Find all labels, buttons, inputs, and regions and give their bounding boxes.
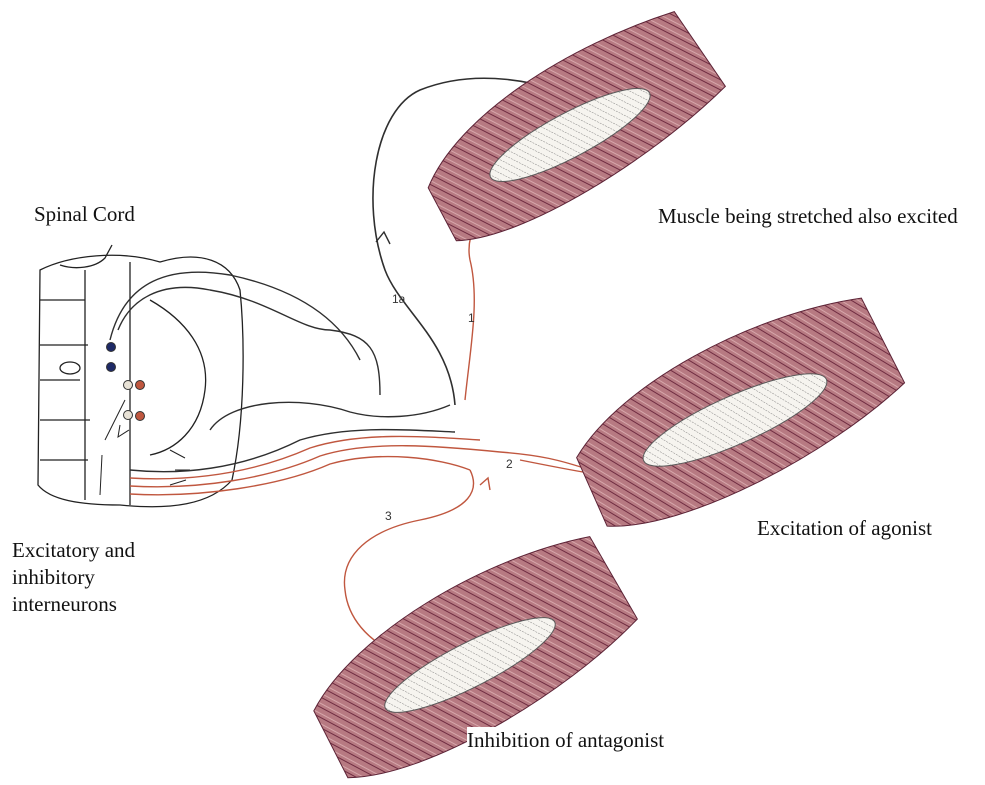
label-spinal-cord: Spinal Cord: [34, 201, 135, 228]
fiber-loop: [210, 402, 450, 430]
antagonist-arrowhead: [480, 478, 490, 490]
interneuron-2: [107, 363, 116, 372]
label-excitation-agonist: Excitation of agonist: [757, 515, 932, 542]
pathway-number-3: 3: [385, 509, 392, 523]
pathway-number-2: 2: [506, 457, 513, 471]
interneuron-3: [124, 381, 133, 390]
interneuron-1: [107, 343, 116, 352]
white-matter-lines: [40, 300, 90, 460]
fiber-ventral-2: [130, 436, 480, 478]
fiber-ventral-4: [130, 457, 470, 495]
label-inhibition-antagonist: Inhibition of antagonist: [467, 727, 664, 754]
interneuron-4: [136, 381, 145, 390]
interneuron-6: [136, 412, 145, 421]
fiber-dorsal-1: [118, 287, 380, 395]
ventral-horn: [150, 300, 206, 455]
central-canal: [60, 362, 80, 374]
agonist-fiber: [500, 452, 590, 470]
fiber-dorsal-2: [110, 272, 360, 360]
muscle-agonist: [558, 281, 918, 546]
label-interneurons: Excitatory and inhibitory interneurons: [12, 537, 192, 618]
nerve-bundle: [110, 272, 500, 495]
pathway-number-1a: 1a: [392, 292, 406, 306]
pathway-number-1: 1: [468, 311, 475, 325]
pointer-lines: [100, 450, 190, 495]
interneuron-pointer-arrow: [105, 400, 129, 440]
interneuron-5: [124, 411, 133, 420]
label-muscle-stretched: Muscle being stretched also excited: [658, 203, 973, 230]
